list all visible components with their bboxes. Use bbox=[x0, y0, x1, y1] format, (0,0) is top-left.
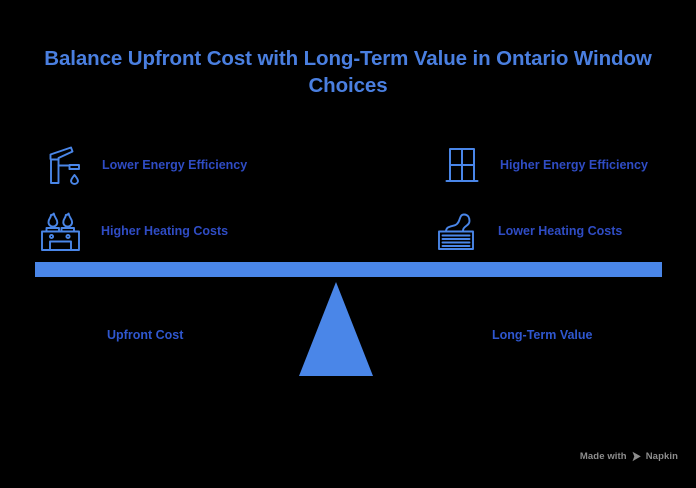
radiator-heat-icon bbox=[430, 206, 486, 258]
feature-label: Lower Heating Costs bbox=[498, 224, 623, 239]
page-title: Balance Upfront Cost with Long-Term Valu… bbox=[44, 47, 652, 98]
feature-label: Higher Heating Costs bbox=[101, 224, 229, 239]
balance-fulcrum-triangle bbox=[299, 282, 373, 376]
feature-label: Higher Energy Efficiency bbox=[500, 158, 648, 173]
faucet-drip-icon bbox=[36, 140, 92, 192]
pan-label-upfront-cost: Upfront Cost bbox=[107, 328, 184, 342]
feature-label: Lower Energy Efficiency bbox=[102, 158, 248, 173]
feature-lower-heating-costs: Lower Heating Costs bbox=[430, 206, 670, 258]
watermark-prefix: Made with bbox=[579, 451, 627, 462]
feature-higher-energy-efficiency: Higher Energy Efficiency bbox=[434, 140, 669, 192]
feature-lower-energy-efficiency: Lower Energy Efficiency bbox=[36, 140, 266, 192]
triangle-shape bbox=[299, 282, 373, 376]
feature-higher-heating-costs: Higher Heating Costs bbox=[33, 206, 263, 258]
pan-label-long-term-value: Long-Term Value bbox=[492, 328, 593, 342]
napkin-logo-icon bbox=[631, 451, 642, 462]
window-pane-icon bbox=[434, 140, 490, 192]
watermark: Made with Napkin bbox=[580, 451, 678, 462]
stove-flames-icon bbox=[33, 206, 89, 258]
watermark-brand: Napkin bbox=[645, 451, 678, 462]
balance-beam bbox=[35, 262, 662, 277]
